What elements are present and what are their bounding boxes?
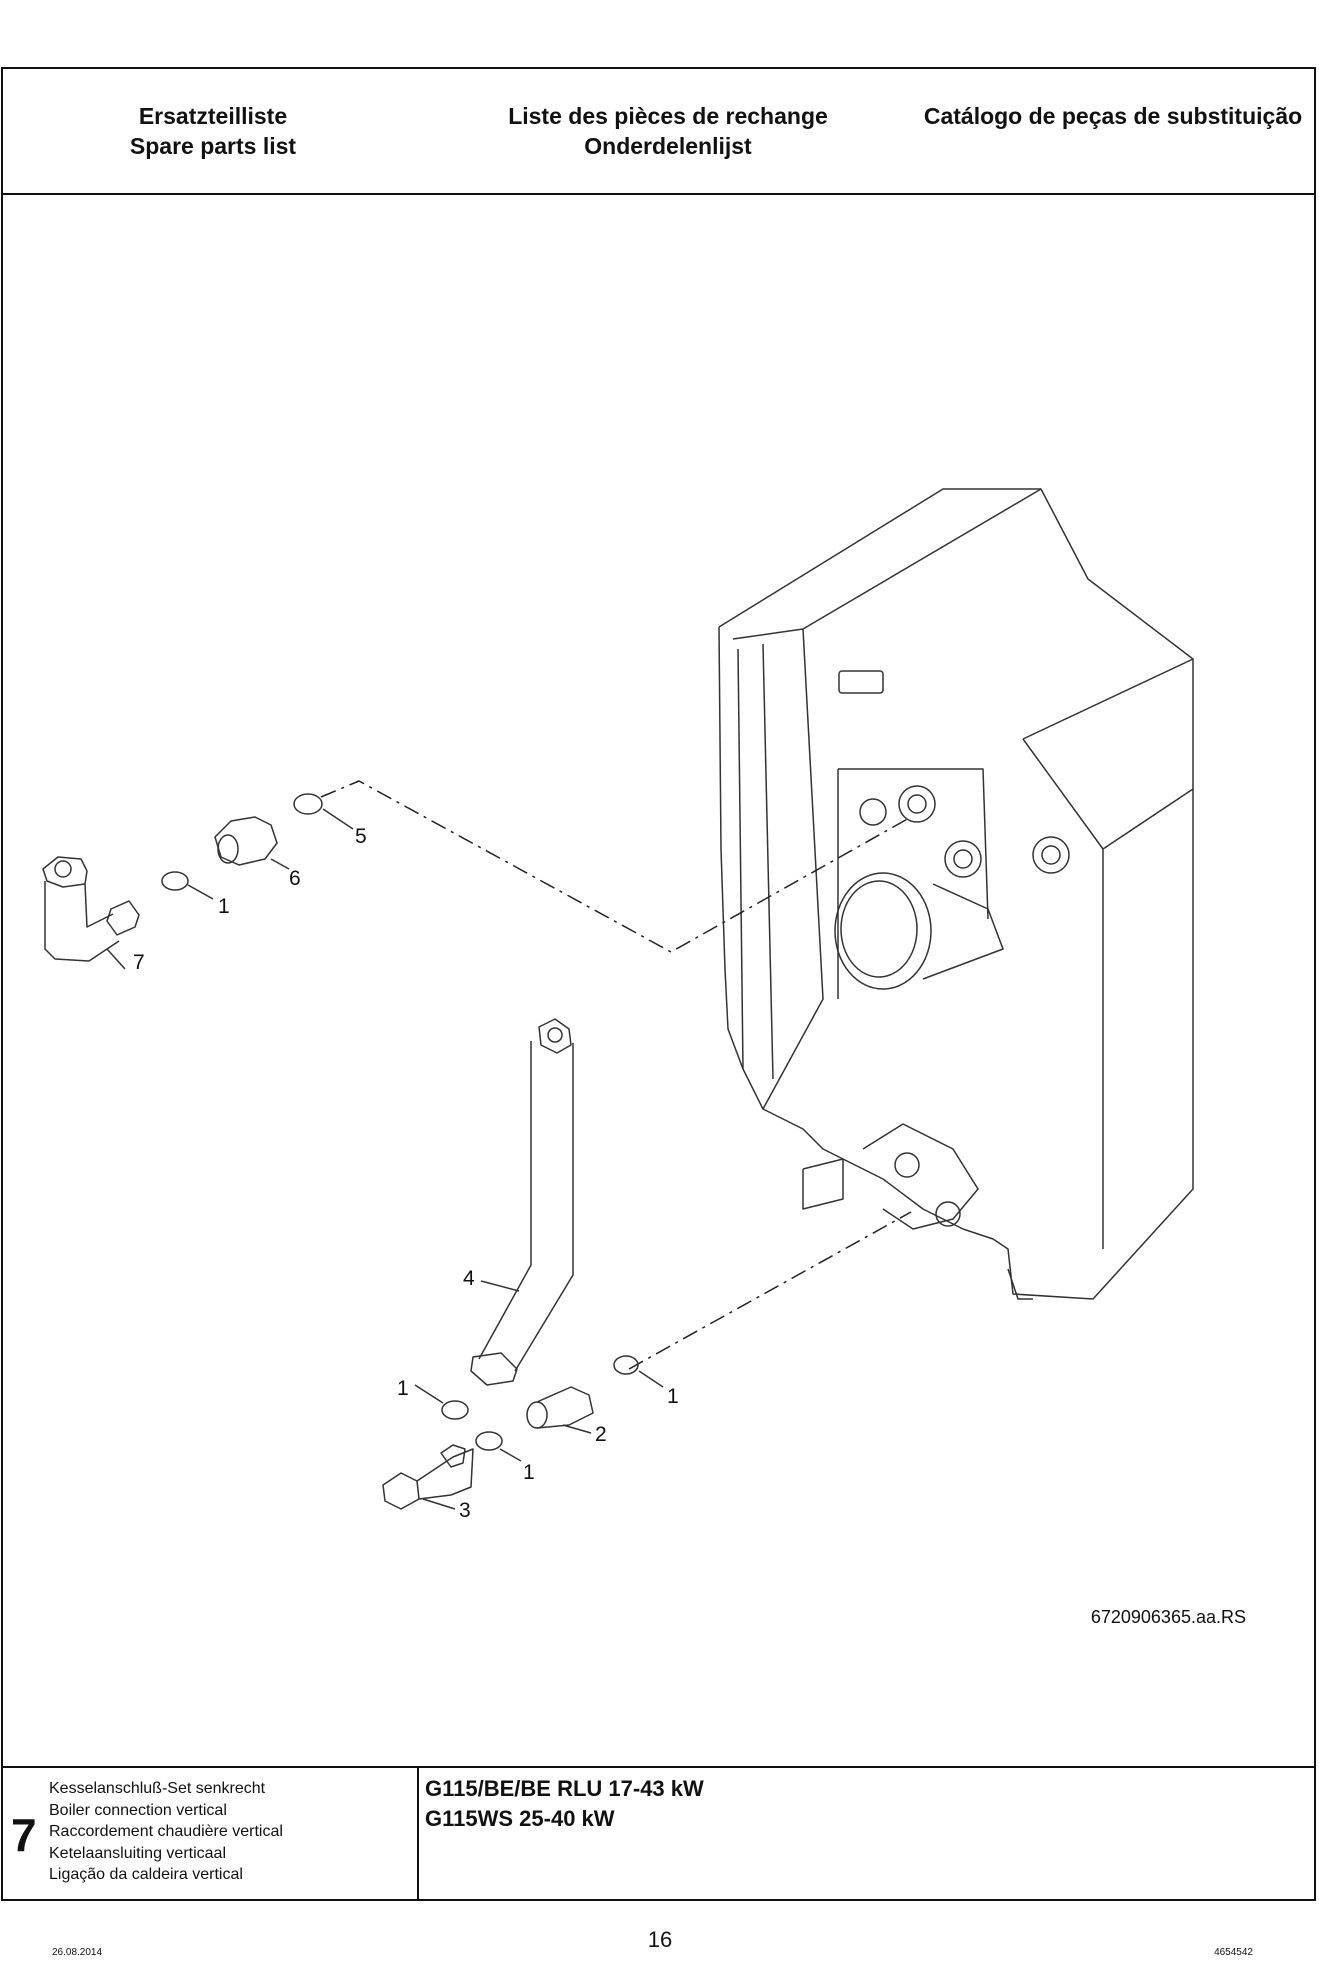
part-valve-3 xyxy=(382,1444,474,1510)
callout-4: 4 xyxy=(463,1267,475,1290)
header-title-en: Spare parts list xyxy=(129,133,297,159)
callout-6: 6 xyxy=(289,867,301,890)
callout-1: 1 xyxy=(523,1461,535,1484)
model-1: G115/BE/BE RLU 17-43 kW xyxy=(425,1776,704,1801)
assembly-lines xyxy=(320,780,912,1370)
page-number: 16 xyxy=(647,1927,673,1952)
description-de: Kesselanschluß-Set senkrecht xyxy=(49,1780,266,1797)
boiler-connection-diagram: 5 6 1 7 4 1 1 2 1 3 xyxy=(42,488,1194,1522)
callout-2: 2 xyxy=(595,1423,607,1446)
section-number: 7 xyxy=(11,1809,37,1861)
callout-1: 1 xyxy=(397,1377,409,1400)
page-frame: Ersatzteilliste Spare parts list Liste d… xyxy=(1,67,1316,1901)
print-date: 26.08.2014 xyxy=(52,1947,103,1958)
callout-5: 5 xyxy=(355,825,367,848)
part-gasket-1a xyxy=(161,871,189,891)
callout-labels: 5 6 1 7 4 1 1 2 1 3 xyxy=(133,825,679,1522)
boiler-section-body xyxy=(718,488,1194,1300)
model-list: G115/BE/BE RLU 17-43 kW G115WS 25-40 kW xyxy=(425,1774,704,1834)
part-gasket-1c xyxy=(475,1431,503,1451)
document-number: 4654542 xyxy=(1214,1947,1253,1958)
part-gasket-1b xyxy=(441,1400,469,1420)
callout-1: 1 xyxy=(667,1385,679,1408)
model-2: G115WS 25-40 kW xyxy=(425,1806,615,1831)
drawing-reference: 6720906365.aa.RS xyxy=(1090,1607,1246,1627)
description-fr: Raccordement chaudière vertical xyxy=(49,1823,283,1840)
section-description: Kesselanschluß-Set senkrecht Boiler conn… xyxy=(49,1778,283,1886)
part-nipple-6 xyxy=(214,816,278,866)
header-title-pt: Catálogo de peças de substituição xyxy=(923,103,1303,129)
description-nl: Ketelaansluiting verticaal xyxy=(49,1844,226,1862)
header-title-fr: Liste des pièces de rechange xyxy=(508,103,828,129)
footer-box: 7 Kesselanschluß-Set senkrecht Boiler co… xyxy=(3,1766,1314,1899)
part-gasket-1d xyxy=(613,1355,639,1375)
header-french-dutch: Liste des pièces de rechange Onderdelenl… xyxy=(473,101,863,161)
part-pipe-4 xyxy=(470,1018,574,1386)
callout-leaders xyxy=(106,808,664,1510)
part-nipple-2 xyxy=(526,1386,594,1429)
header-title-nl: Onderdelenlijst xyxy=(584,133,752,159)
description-en: Boiler connection vertical xyxy=(49,1801,227,1819)
description-pt: Ligação da caldeira vertical xyxy=(49,1866,243,1883)
part-gasket-5 xyxy=(293,793,323,815)
exploded-view-drawing: 5 6 1 7 4 1 1 2 1 3 xyxy=(3,195,1314,1768)
header-portuguese: Catálogo de peças de substituição xyxy=(908,101,1318,131)
footer-divider xyxy=(417,1768,419,1899)
part-elbow-7 xyxy=(42,856,140,962)
header-title-de: Ersatzteilliste xyxy=(138,103,288,129)
callout-7: 7 xyxy=(133,951,145,974)
header-german-english: Ersatzteilliste Spare parts list xyxy=(63,101,363,161)
callout-3: 3 xyxy=(459,1499,471,1522)
header: Ersatzteilliste Spare parts list Liste d… xyxy=(3,69,1314,195)
callout-1: 1 xyxy=(218,895,230,918)
